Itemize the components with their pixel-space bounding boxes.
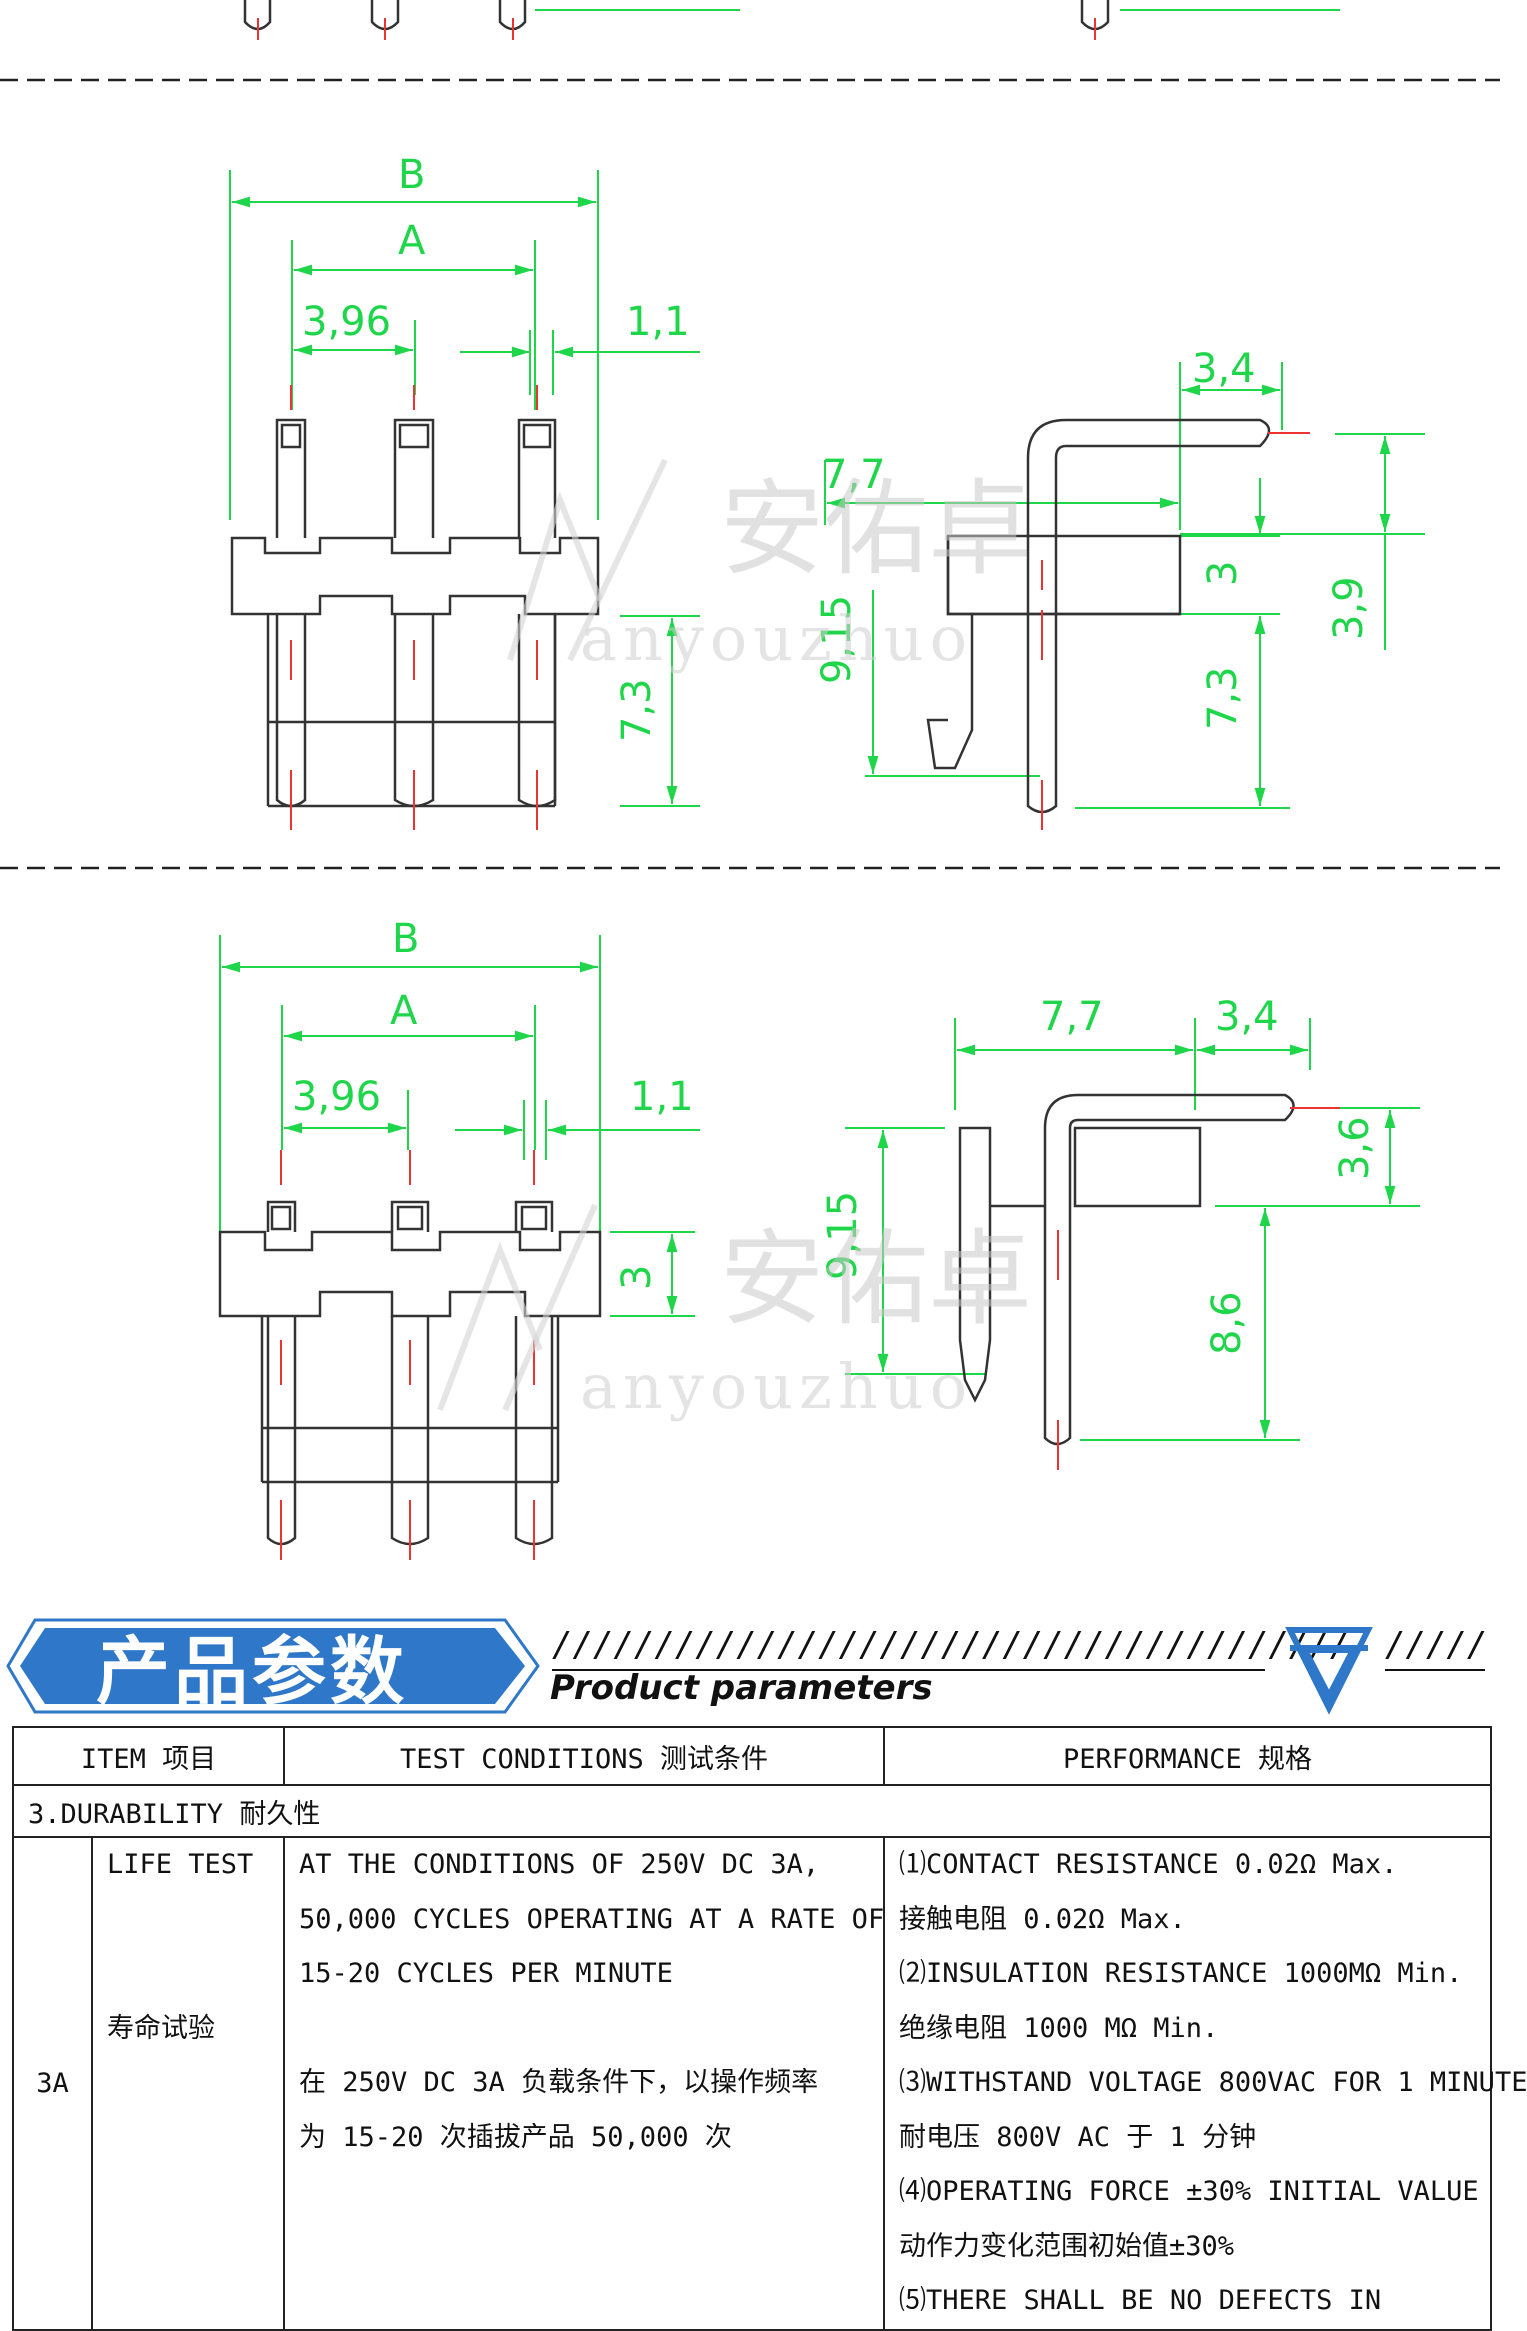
section-title: 产品参数 <box>96 1629 408 1715</box>
dim-label-1-1: 1,1 <box>626 299 690 345</box>
dim-label-7-3-side: 7,3 <box>1200 666 1246 730</box>
watermark-2: 安佑卓 anyouzhuo <box>437 1203 1032 1423</box>
dim-label-9-15: 9,15 <box>814 595 860 684</box>
dim-label-3-2: 3 <box>614 1265 660 1290</box>
section-header-graphic: ////////////////////////////////////////… <box>6 1618 1487 1715</box>
drawing-2-front-view: B A 3,96 1,1 3 <box>218 916 700 1560</box>
item-en: LIFE TEST <box>107 1849 254 1880</box>
table-header-row: ITEM 项目 TEST CONDITIONS 测试条件 PERFORMANCE… <box>12 1726 1492 1786</box>
watermark-cn-2: 安佑卓 <box>720 1218 1032 1340</box>
condition-line <box>299 2002 869 2057</box>
svg-text://////////////////////////////: //////////////////////////////////////// <box>552 1625 1371 1665</box>
table-row: 3A LIFE TEST 寿命试验 AT THE CONDITIONS OF 2… <box>12 1836 1527 2331</box>
performance-line: 接触电阻 0.02Ω Max. <box>899 1903 1186 1935</box>
dim-label-3-4: 3,4 <box>1192 346 1256 392</box>
header-performance: PERFORMANCE 规格 <box>883 1726 1492 1786</box>
top-strip-remnant <box>243 0 1340 40</box>
condition-line: 15-20 CYCLES PER MINUTE <box>299 1958 673 1989</box>
condition-line: 为 15-20 次插拔产品 50,000 次 <box>299 2121 732 2153</box>
performance-line: ⑷OPERATING FORCE ±30% INITIAL VALUE <box>899 2176 1479 2207</box>
performance-line: ⑴CONTACT RESISTANCE 0.02Ω Max. <box>899 1849 1398 1880</box>
item-cn: 寿命试验 <box>107 2012 215 2044</box>
watermark-en-2: anyouzhuo <box>580 1350 973 1423</box>
performance-line: 动作力变化范围初始值±30% <box>899 2230 1235 2262</box>
drawing-1-side-view: 3,4 7,7 3 3,9 7,3 9,15 <box>814 346 1425 830</box>
condition-line: 50,000 CYCLES OPERATING AT A RATE OF <box>299 1903 885 1935</box>
dim-label-3-9: 3,9 <box>1326 576 1372 640</box>
condition-line: AT THE CONDITIONS OF 250V DC 3A, <box>299 1849 820 1880</box>
section-label: 3.DURABILITY 耐久性 <box>12 1784 1492 1838</box>
dim-label-b: B <box>398 152 425 198</box>
performance-line: ⑶WITHSTAND VOLTAGE 800VAC FOR 1 MINUTE <box>899 2067 1527 2098</box>
dim-label-9-15-2: 9,15 <box>820 1191 866 1280</box>
table-section-row: 3.DURABILITY 耐久性 <box>12 1784 1492 1838</box>
svg-text://///: ///// <box>1385 1625 1487 1665</box>
drawing-1-front-view: B A 3,96 1,1 7,3 <box>229 152 700 830</box>
dim-label-7-7-2: 7,7 <box>1040 994 1104 1040</box>
watermark-en: anyouzhuo <box>580 602 973 675</box>
dim-label-3-6: 3,6 <box>1332 1116 1378 1180</box>
dim-label-pitch: 3,96 <box>302 299 391 345</box>
header-item: ITEM 项目 <box>12 1726 285 1786</box>
dim-label-7-7: 7,7 <box>822 452 886 498</box>
performance-line: ⑵INSULATION RESISTANCE 1000MΩ Min. <box>899 1958 1463 1989</box>
watermark-cn: 安佑卓 <box>720 468 1032 590</box>
dim-label-a: A <box>398 218 426 264</box>
header-test-conditions: TEST CONDITIONS 测试条件 <box>283 1726 885 1786</box>
dim-label-8-6: 8,6 <box>1204 1291 1250 1355</box>
dim-label-a-2: A <box>390 988 418 1034</box>
performance-line: ⑸THERE SHALL BE NO DEFECTS IN <box>899 2285 1382 2316</box>
triangle-logo-icon <box>1285 1627 1373 1715</box>
condition-line: 在 250V DC 3A 负载条件下，以操作频率 <box>299 2067 819 2098</box>
section-subtitle: Product parameters <box>550 1668 933 1708</box>
dim-label-pitch-2: 3,96 <box>292 1074 381 1120</box>
item-cell: LIFE TEST 寿命试验 <box>91 1836 285 2331</box>
product-parameters-table: ITEM 项目 TEST CONDITIONS 测试条件 PERFORMANCE… <box>12 1726 1527 2331</box>
conditions-cell: AT THE CONDITIONS OF 250V DC 3A, 50,000 … <box>283 1836 885 2331</box>
dim-label-7-3: 7,3 <box>614 678 660 742</box>
dim-label-b-2: B <box>392 916 419 962</box>
dim-label-3-4-2: 3,4 <box>1215 994 1279 1040</box>
performance-line: 耐电压 800V AC 于 1 分钟 <box>899 2121 1257 2153</box>
performance-cell: ⑴CONTACT RESISTANCE 0.02Ω Max. 接触电阻 0.02… <box>883 1836 1527 2331</box>
watermark-1: 安佑卓 anyouzhuo <box>507 458 1032 675</box>
dim-label-3: 3 <box>1200 561 1246 586</box>
performance-line: 绝缘电阻 1000 MΩ Min. <box>899 2012 1219 2044</box>
dim-label-1-1-2: 1,1 <box>630 1074 694 1120</box>
technical-drawings: B A 3,96 1,1 7,3 <box>0 0 1500 1560</box>
drawing-2-side-view: 7,7 3,4 3,6 8,6 9,15 <box>820 994 1420 1470</box>
category-cell: 3A <box>12 1836 93 2331</box>
